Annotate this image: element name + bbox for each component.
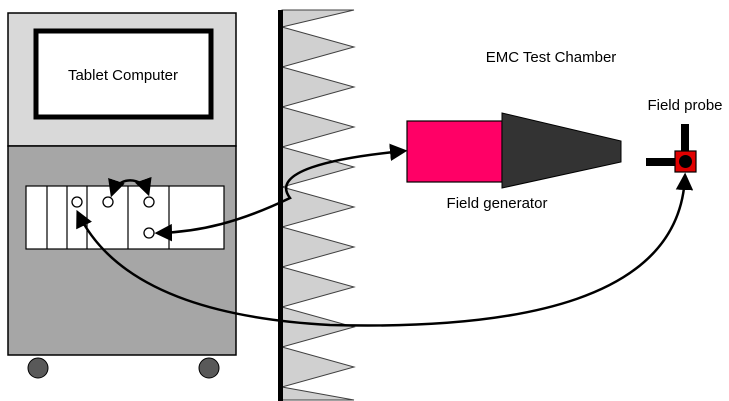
cable-probe-to-module bbox=[76, 172, 694, 327]
probe-arm-vertical bbox=[681, 124, 689, 154]
wheel-right bbox=[198, 357, 220, 379]
port-3 bbox=[143, 196, 155, 208]
chamber-wall bbox=[278, 9, 356, 401]
probe-label: Field probe bbox=[647, 97, 722, 114]
probe-sensor-core bbox=[679, 155, 692, 168]
generator-label: Field generator bbox=[447, 195, 548, 212]
generator-horn bbox=[501, 112, 622, 189]
wheel-left bbox=[27, 357, 49, 379]
wall-line bbox=[278, 10, 283, 401]
port-1 bbox=[71, 196, 83, 208]
probe-arm-horizontal bbox=[646, 158, 676, 166]
field-generator: Field generator bbox=[406, 112, 622, 212]
port-2 bbox=[102, 196, 114, 208]
equipment-rack: Tablet Computer bbox=[7, 12, 237, 379]
instrument-modules bbox=[25, 185, 225, 250]
field-probe: Field probe bbox=[646, 97, 723, 173]
absorber-cones bbox=[280, 9, 356, 401]
tablet-label: Tablet Computer bbox=[68, 67, 178, 84]
port-4 bbox=[143, 227, 155, 239]
connections bbox=[76, 143, 694, 327]
chamber-label: EMC Test Chamber bbox=[486, 49, 617, 66]
rack-bottom-panel bbox=[7, 145, 237, 356]
generator-body bbox=[406, 120, 503, 183]
tablet-screen bbox=[33, 28, 214, 120]
